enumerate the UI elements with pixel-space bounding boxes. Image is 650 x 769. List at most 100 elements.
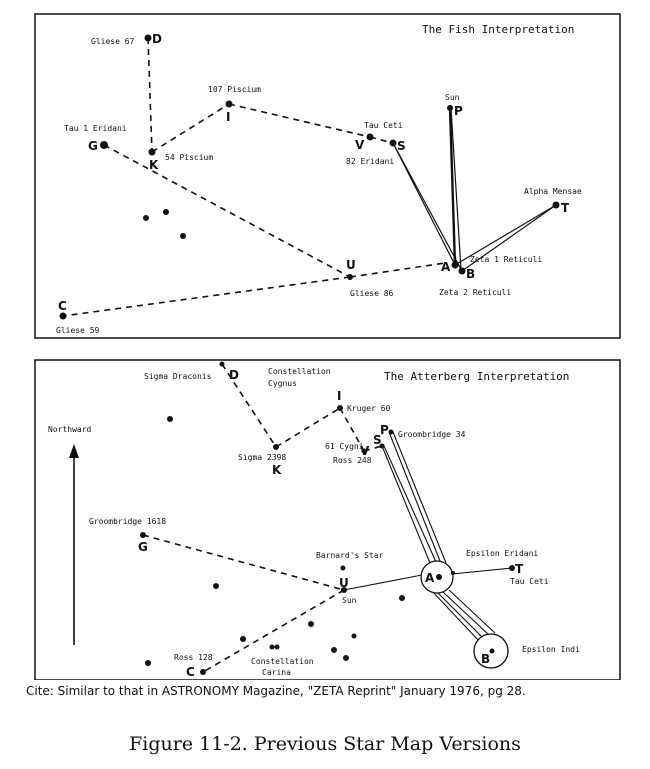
atterberg-label-ross128: Ross 128 bbox=[174, 653, 213, 662]
fish-letter-c: C bbox=[58, 299, 67, 313]
fish-label-107-piscium: 107 Piscium bbox=[208, 85, 261, 94]
fish-link-u-c bbox=[62, 276, 351, 317]
atterberg-letter-u: U bbox=[339, 576, 349, 590]
atterberg-link-a-b-1 bbox=[430, 589, 480, 642]
fish-link-t-a bbox=[454, 204, 557, 266]
fish-label-tau-ceti: Tau Ceti bbox=[364, 121, 403, 130]
fish-link-p-a bbox=[448, 107, 457, 266]
atterberg-letter-k: K bbox=[272, 463, 282, 477]
atterberg-letter-d: D bbox=[229, 368, 239, 382]
fish-panel-frame bbox=[34, 13, 621, 339]
fish-label-gliese86: Gliese 86 bbox=[350, 289, 394, 298]
atterberg-star-unnamed-6 bbox=[274, 644, 280, 650]
fish-link-g-u bbox=[103, 144, 351, 278]
citation-text: Cite: Similar to that in ASTRONOMY Magaz… bbox=[26, 684, 526, 698]
atterberg-label-epsilon-eridani: Epsilon Eridani bbox=[466, 549, 538, 558]
fish-letter-b: B bbox=[466, 267, 475, 281]
atterberg-star-unnamed-10 bbox=[351, 633, 357, 639]
fish-star-b bbox=[458, 267, 466, 275]
atterberg-title: The Atterberg Interpretation bbox=[384, 370, 569, 383]
fish-link-p-b bbox=[450, 107, 462, 271]
atterberg-star-t bbox=[509, 565, 515, 571]
fish-label-tau1-eridani: Tau 1 Eridani bbox=[64, 124, 127, 133]
fish-label-gliese67: Gliese 67 bbox=[91, 37, 135, 46]
fish-letter-i: I bbox=[226, 110, 230, 124]
atterberg-star-c bbox=[200, 669, 206, 675]
atterberg-star-unnamed-3 bbox=[399, 595, 405, 601]
atterberg-link-s-a-1 bbox=[381, 445, 431, 564]
atterberg-star-u bbox=[341, 587, 347, 593]
atterberg-star-v bbox=[361, 448, 367, 454]
atterberg-star-a bbox=[436, 574, 442, 580]
atterberg-label-constellation-carina-1: Constellation bbox=[251, 657, 314, 666]
fish-dashed-links bbox=[62, 37, 446, 317]
atterberg-letter-g: G bbox=[138, 540, 148, 554]
atterberg-dashed-links bbox=[142, 363, 383, 673]
fish-label-zeta2-reticuli: Zeta 2 Reticuli bbox=[439, 288, 511, 297]
atterberg-label-constellation-carina-2: Carina bbox=[262, 668, 291, 677]
atterberg-link-s-a-2 bbox=[383, 445, 437, 563]
atterberg-star-p bbox=[388, 429, 394, 435]
atterberg-letter-p: P bbox=[380, 423, 389, 437]
fish-star-u bbox=[347, 274, 353, 280]
atterberg-star-g bbox=[140, 532, 146, 538]
fish-star-unnamed-2 bbox=[163, 209, 169, 215]
fish-star-c bbox=[59, 312, 67, 320]
atterberg-star-unnamed-7 bbox=[308, 621, 314, 627]
atterberg-link-a-b-4 bbox=[448, 589, 496, 634]
atterberg-star-i bbox=[337, 405, 343, 411]
atterberg-star-unnamed-1 bbox=[167, 416, 173, 422]
fish-title: The Fish Interpretation bbox=[422, 23, 574, 36]
atterberg-label-kruger60: Kruger 60 bbox=[347, 404, 391, 413]
atterberg-star-unnamed-11 bbox=[145, 660, 151, 666]
fish-star-i bbox=[225, 100, 233, 108]
atterberg-link-k-i bbox=[275, 407, 341, 448]
atterberg-link-d-k bbox=[221, 363, 277, 448]
atterberg-label-61-cygni: 61 Cygni bbox=[325, 442, 364, 451]
atterberg-star-unnamed-9 bbox=[343, 655, 349, 661]
atterberg-star-epsilon-eridani bbox=[451, 571, 455, 575]
fish-link-k-i bbox=[151, 103, 230, 153]
atterberg-letters: D I S P V K G U A T C B bbox=[138, 368, 524, 679]
atterberg-star-labels: Sigma Draconis Constellation Cygnus Krug… bbox=[89, 367, 580, 677]
fish-letter-t: T bbox=[561, 201, 570, 215]
atterberg-label-tau-ceti: Tau Ceti bbox=[510, 577, 549, 586]
fish-letter-k: K bbox=[149, 158, 159, 172]
fish-stars bbox=[59, 34, 560, 320]
atterberg-star-unnamed-4 bbox=[240, 636, 246, 642]
fish-solid-links bbox=[392, 107, 557, 272]
atterberg-link-i-v bbox=[339, 407, 365, 452]
atterberg-letter-v: V bbox=[360, 444, 370, 458]
fish-link-i-v bbox=[228, 103, 371, 138]
atterberg-label-groombridge34: Groombridge 34 bbox=[398, 430, 466, 439]
northward-arrow-head bbox=[69, 444, 79, 458]
atterberg-panel: The Atterberg Interpretation Northward bbox=[34, 359, 621, 680]
atterberg-letter-t: T bbox=[515, 562, 524, 576]
atterberg-link-p-a-2 bbox=[392, 431, 447, 564]
fish-label-sun: Sun bbox=[445, 93, 460, 102]
fish-panel: The Fish Interpretation bbox=[34, 13, 621, 339]
fish-label-82-eridani: 82 Eridani bbox=[346, 157, 394, 166]
figure-caption: Figure 11-2. Previous Star Map Versions bbox=[129, 733, 521, 755]
atterberg-letter-a: A bbox=[425, 571, 435, 585]
fish-link-t-b bbox=[461, 204, 557, 272]
atterberg-stars bbox=[140, 361, 515, 675]
fish-link-d-k bbox=[147, 37, 153, 153]
fish-letter-a: A bbox=[441, 260, 451, 274]
fish-star-unnamed-1 bbox=[143, 215, 149, 221]
atterberg-link-u-c bbox=[202, 589, 345, 673]
fish-letter-p: P bbox=[454, 104, 463, 118]
fish-star-a bbox=[451, 261, 459, 269]
fish-star-v bbox=[366, 133, 374, 141]
atterberg-star-k bbox=[273, 444, 279, 450]
atterberg-label-constellation-cygnus-1: Constellation bbox=[268, 367, 331, 376]
atterberg-star-unnamed-8 bbox=[331, 647, 337, 653]
atterberg-solid-links bbox=[343, 431, 513, 642]
atterberg-label-barnards-star: Barnard's Star bbox=[316, 551, 384, 560]
atterberg-letter-c: C bbox=[186, 665, 195, 679]
atterberg-label-sun: Sun bbox=[342, 596, 357, 605]
atterberg-panel-frame bbox=[34, 359, 621, 680]
star-maps: The Fish Interpretation bbox=[34, 13, 621, 680]
atterberg-star-s bbox=[379, 443, 385, 449]
atterberg-letter-i: I bbox=[337, 389, 341, 403]
